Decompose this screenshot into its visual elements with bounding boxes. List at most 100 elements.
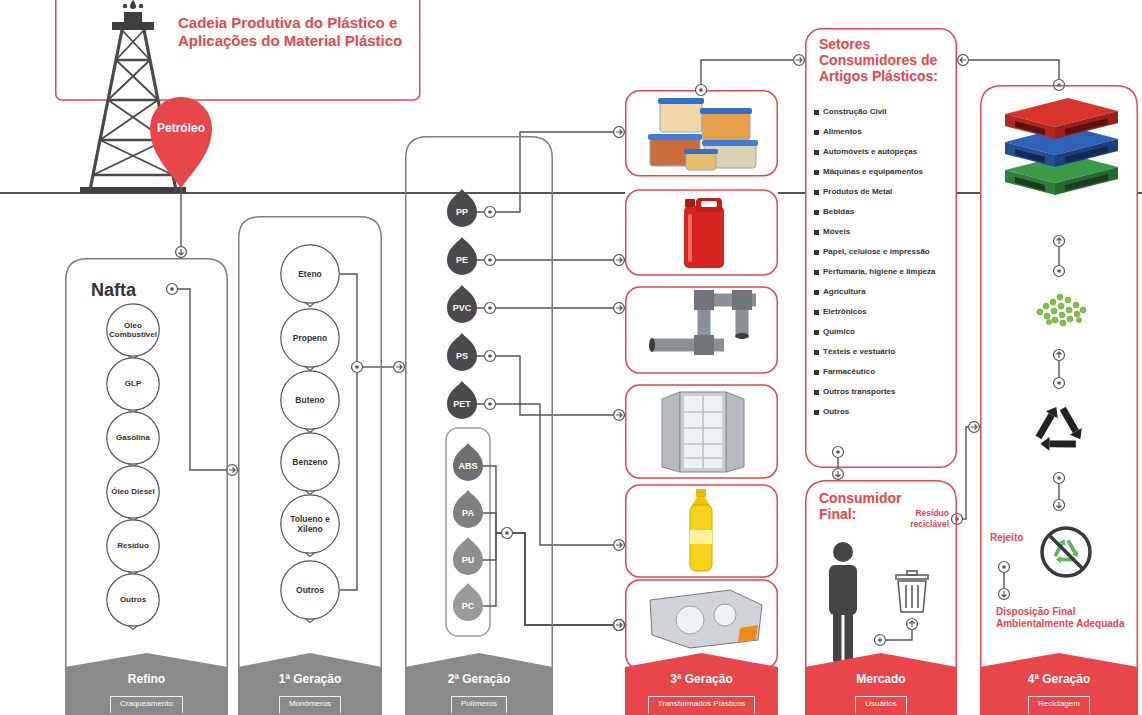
node-label: PP (456, 207, 468, 217)
drop-shape (453, 537, 483, 575)
recycling-symbol (1056, 408, 1082, 431)
oil-derrick (123, 4, 127, 8)
node-label: Benzeno (292, 457, 327, 467)
list-item: Têxteis e vestuário (814, 347, 954, 357)
node-outline (150, 97, 212, 189)
bullet-square (814, 150, 819, 155)
start-dot (1054, 473, 1065, 484)
recycling-symbol (1053, 408, 1089, 440)
oil-bottle (690, 489, 712, 571)
node-label: Consumidor Final: (819, 490, 919, 522)
no-recycling-symbol (1072, 549, 1081, 558)
monomer-circle: Eteno (280, 244, 340, 307)
pin-shape (150, 97, 212, 189)
start-dot (1054, 378, 1065, 389)
start-dot-ring (352, 362, 363, 373)
node-label: Nafta (91, 280, 136, 301)
oil-bottle (696, 489, 706, 497)
start-dot-ring (167, 284, 178, 295)
arrow-circle-ring (907, 619, 918, 630)
start-dot-ring (1054, 266, 1065, 277)
circle-shape (107, 466, 159, 518)
circle-shape (107, 358, 159, 410)
oil-bottle (690, 530, 712, 544)
start-dot (485, 351, 496, 362)
stage-column: NaftaRefinoCraqueamentoÓleo CombustívelG… (65, 258, 228, 715)
arrow-circle-head (1002, 591, 1007, 597)
polymer-drop: PC (453, 583, 483, 621)
plastic-pellets (1058, 303, 1064, 309)
node-label: Óleo Diesel (111, 487, 155, 497)
connector (483, 533, 625, 625)
ground-line (957, 192, 980, 194)
start-dot (352, 362, 363, 373)
text-box: Consumidor Final: (819, 490, 919, 526)
start-dot-ring (999, 562, 1010, 573)
circle-shape (281, 495, 339, 553)
list-item-text: Móveis (823, 227, 850, 237)
start-dot-ring (485, 207, 496, 218)
text-box: PE (447, 245, 477, 275)
connector (477, 404, 625, 545)
start-dot (167, 284, 178, 295)
text-box: Tolueno e Xileno (283, 502, 337, 546)
bullet-square (814, 370, 819, 375)
flow-line (886, 630, 913, 641)
no-recycling-symbol (1056, 556, 1065, 565)
food-containers (702, 112, 750, 140)
text-box: Óleo Combustível (108, 310, 158, 350)
bullet-square (814, 250, 819, 255)
headlight (714, 604, 736, 626)
product-frames (626, 190, 778, 275)
drop-shape (447, 189, 477, 227)
product-frames (626, 385, 778, 478)
plastic-pellets (1059, 312, 1065, 318)
start-dot-core (488, 354, 492, 358)
list-item: Perfumaria, higiene e limpeza (814, 267, 954, 277)
no-recycling-symbol (1042, 528, 1090, 576)
text-box: Gasolina (108, 418, 158, 458)
pallets (1055, 167, 1118, 195)
refrigerator (662, 392, 680, 472)
stage-column: 3ª GeraçãoTransformados Plásticos (625, 90, 778, 715)
bullet-square (814, 410, 819, 415)
text-box: PS (447, 341, 477, 371)
stage-label: 2ª Geração (405, 672, 553, 686)
stage-sublabel: Transformados Plásticos (648, 696, 756, 713)
text-box: PC (453, 591, 483, 621)
node-label: PS (456, 351, 468, 361)
plastic-pellets (1052, 317, 1058, 323)
list-item-text: Outros (823, 407, 849, 417)
node-label: ABS (458, 461, 477, 471)
product-circle: Gasolina (106, 411, 160, 468)
trash-bin (896, 575, 928, 579)
start-dot (833, 447, 844, 458)
start-dot-core (836, 450, 840, 454)
flow-line (1058, 484, 1059, 500)
arrow-circle-head (1057, 352, 1062, 358)
product-circle: Óleo Diesel (106, 465, 160, 522)
start-dot-core (488, 402, 492, 406)
text-box: Benzeno (283, 440, 337, 484)
red-jerrycan (701, 201, 717, 207)
list-item: Bebidas (814, 207, 954, 217)
text-box: PVC (447, 293, 477, 323)
trash-bin (906, 585, 918, 608)
monomer-circle: Outros (280, 560, 340, 623)
monomer-circle: Benzeno (280, 432, 340, 495)
bullet-square (814, 290, 819, 295)
arrow-circle (1054, 350, 1065, 361)
pvc-pipes (649, 338, 655, 352)
product-frames (626, 91, 778, 669)
list-item-text: Construção Civil (823, 107, 887, 117)
stage-band-fill (805, 653, 957, 715)
drop-shape (453, 583, 483, 621)
plastic-pellets (1067, 316, 1073, 322)
sector-box: Setores Consumidores de Artigos Plástico… (805, 28, 957, 468)
start-dot-core (488, 306, 492, 310)
arrow-circle-head (910, 621, 915, 627)
engineering-polymer-group (446, 428, 490, 636)
pallets (1005, 98, 1118, 139)
food-containers (658, 98, 704, 104)
